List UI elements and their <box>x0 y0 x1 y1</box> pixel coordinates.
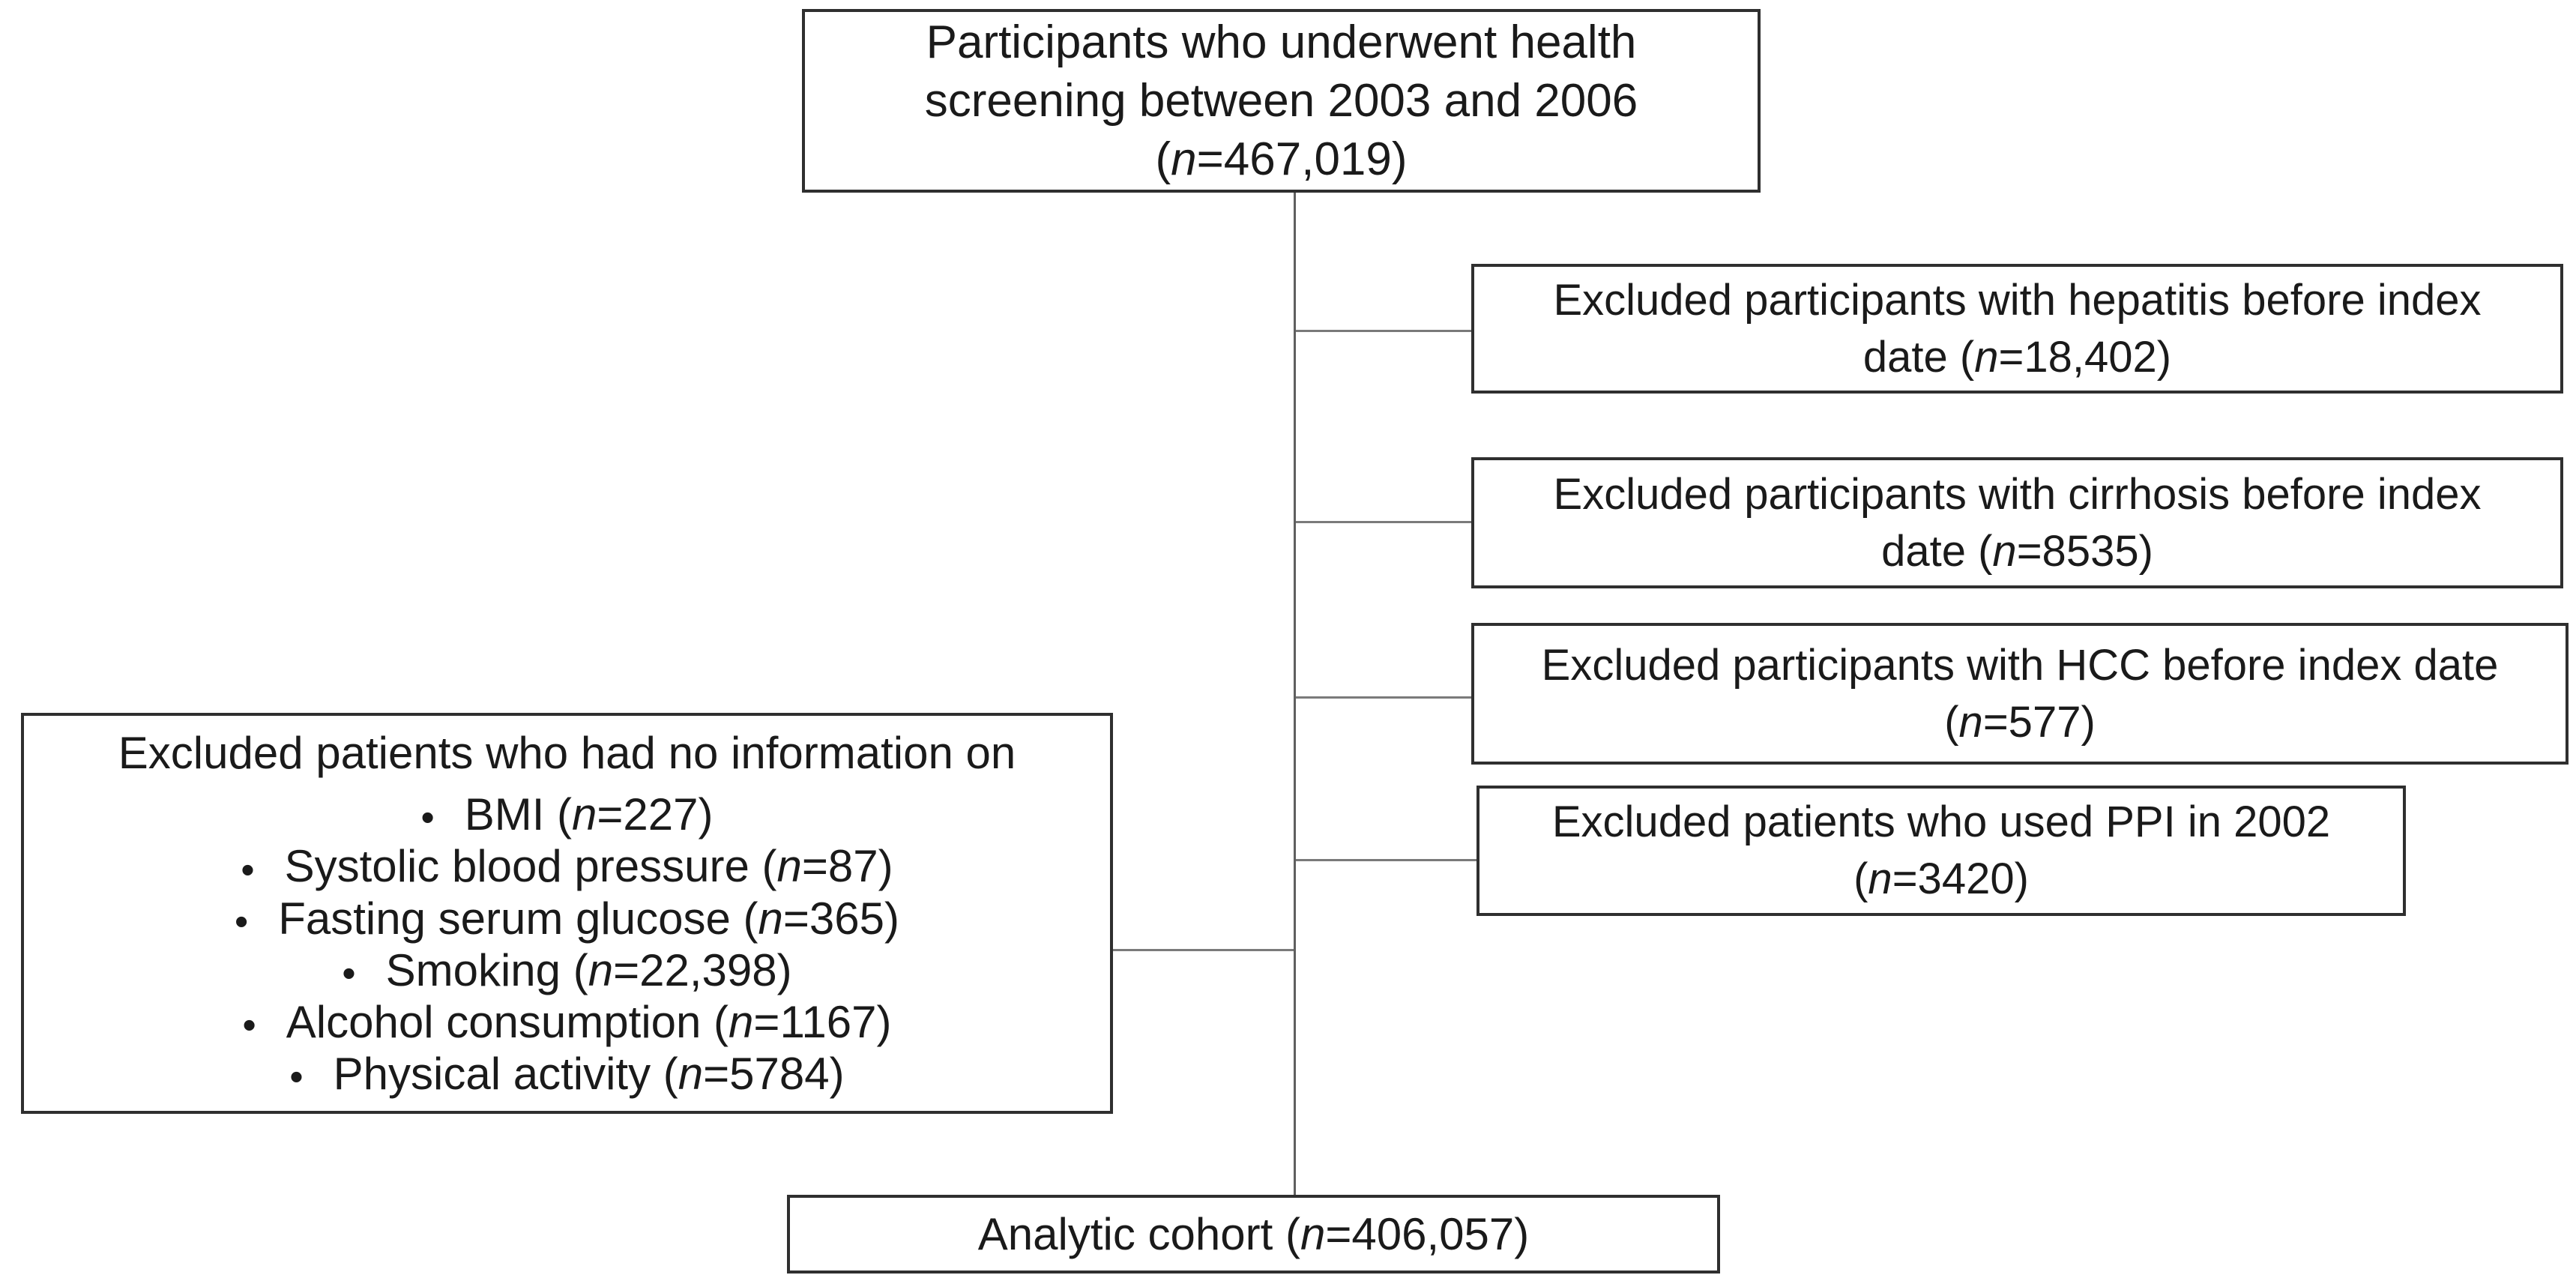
no-info-list-item: • Physical activity (n=5784) <box>235 1048 899 1100</box>
top-box-line-1: Participants who underwent health <box>926 16 1637 68</box>
no-info-item-text: Physical activity (n=5784) <box>333 1049 845 1100</box>
connector-hcc <box>1296 696 1471 699</box>
no-info-list-item: • Systolic blood pressure (n=87) <box>235 840 899 892</box>
bullet-icon: • <box>235 899 249 944</box>
bullet-icon: • <box>420 796 435 840</box>
exclusion-box-hcc: Excluded participants with HCC before in… <box>1471 623 2569 765</box>
exclusion-hcc-line-2: (n=577) <box>1944 697 2096 747</box>
exclusion-cirrhosis-line-2: date (n=8535) <box>1881 526 2153 576</box>
bullet-icon: • <box>342 951 356 995</box>
top-box-line-2: screening between 2003 and 2006 <box>924 74 1638 127</box>
exclusion-hcc-line-1: Excluded participants with HCC before in… <box>1541 640 2499 690</box>
connector-cirrhosis <box>1296 521 1471 523</box>
no-info-list-item: • Alcohol consumption (n=1167) <box>235 996 899 1048</box>
analytic-cohort-box: Analytic cohort (n=406,057) <box>787 1195 1720 1274</box>
no-info-item-text: Alcohol consumption (n=1167) <box>286 996 892 1047</box>
trunk-line <box>1294 193 1296 1195</box>
exclusion-box-no-information: Excluded patients who had no information… <box>21 713 1113 1114</box>
no-info-list-item: • Smoking (n=22,398) <box>235 944 899 996</box>
no-info-item-text: BMI (n=227) <box>464 789 714 840</box>
connector-no-info <box>1113 949 1294 951</box>
bullet-icon: • <box>242 1004 256 1048</box>
exclusion-ppi-line-1: Excluded patients who used PPI in 2002 <box>1551 798 2331 846</box>
no-info-list-item: • Fasting serum glucose (n=365) <box>235 893 899 944</box>
exclusion-box-ppi: Excluded patients who used PPI in 2002 (… <box>1476 786 2406 916</box>
no-info-item-text: Smoking (n=22,398) <box>385 944 792 995</box>
bullet-icon: • <box>289 1055 304 1100</box>
connector-hepatitis <box>1296 330 1471 332</box>
exclusion-box-hepatitis: Excluded participants with hepatitis bef… <box>1471 264 2563 394</box>
exclusion-cirrhosis-line-1: Excluded participants with cirrhosis bef… <box>1553 469 2482 519</box>
analytic-cohort-line: Analytic cohort (n=406,057) <box>977 1208 1530 1259</box>
exclusion-hepatitis-line-1: Excluded participants with hepatitis bef… <box>1553 275 2482 325</box>
top-box-screened-participants: Participants who underwent health screen… <box>802 9 1761 193</box>
no-info-item-text: Systolic blood pressure (n=87) <box>284 841 893 892</box>
exclusion-box-cirrhosis: Excluded participants with cirrhosis bef… <box>1471 457 2563 588</box>
no-info-item-text: Fasting serum glucose (n=365) <box>278 893 899 944</box>
top-box-line-3: (n=467,019) <box>1155 133 1408 185</box>
connector-ppi <box>1296 859 1476 861</box>
no-info-list-item: • BMI (n=227) <box>235 789 899 840</box>
exclusion-ppi-line-2: (n=3420) <box>1853 854 2029 903</box>
no-info-item-list: •BMI (n=227) •Systolic blood pressure (n… <box>235 789 899 1100</box>
bullet-icon: • <box>241 848 255 892</box>
no-info-title: Excluded patients who had no information… <box>118 727 1016 778</box>
exclusion-hepatitis-line-2: date (n=18,402) <box>1862 332 2172 382</box>
